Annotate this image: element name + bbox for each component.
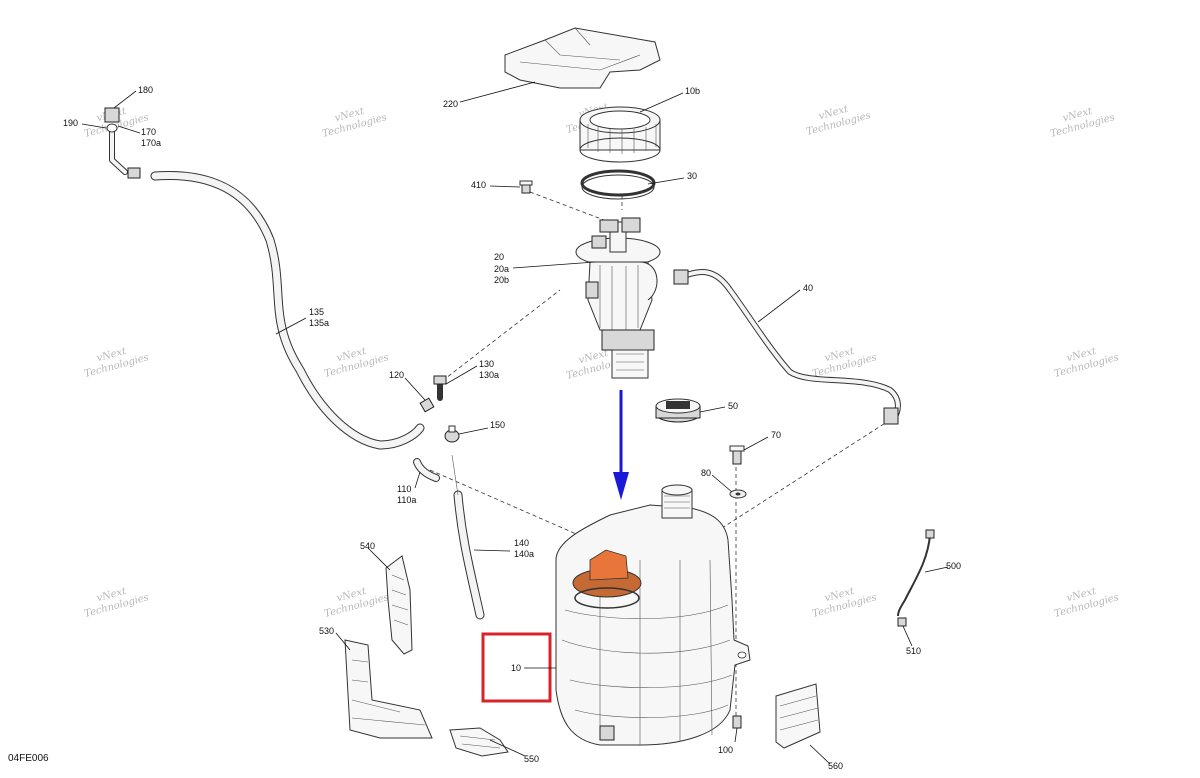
watermark: vNext Technologies [811, 586, 878, 620]
callout-135: 135 [309, 307, 324, 317]
part-170-fitting [109, 127, 141, 179]
watermark: vNext Technologies [1053, 346, 1120, 380]
callout-20b: 20b [494, 275, 509, 285]
callout-150: 150 [490, 420, 505, 430]
callout-560: 560 [828, 761, 843, 771]
callout-550: 550 [524, 754, 539, 764]
part-130-fitting [433, 375, 447, 401]
callout-500: 500 [946, 561, 961, 571]
part-40-fuel-line [673, 269, 901, 425]
callout-80: 80 [701, 468, 711, 478]
part-50-cap [655, 398, 701, 423]
part-190-clamp [106, 123, 118, 133]
part-540-shield [385, 555, 413, 655]
callout-70: 70 [771, 430, 781, 440]
watermark: vNext Technologies [1053, 586, 1120, 620]
part-10-fuel-tank [555, 484, 751, 746]
callout-110: 110 [397, 484, 411, 494]
callout-180: 180 [138, 85, 153, 95]
part-510-clip [897, 617, 907, 627]
part-20-fuel-pump-module [575, 217, 661, 379]
part-110-hose [413, 458, 440, 482]
watermark: vNext Technologies [83, 346, 150, 380]
part-80-washer [729, 489, 747, 499]
callout-130a: 130a [479, 370, 499, 380]
part-180-fitting [104, 107, 120, 123]
part-10b-locking-ring [579, 106, 661, 163]
callout-110a: 110a [397, 495, 416, 505]
callout-30: 30 [687, 171, 697, 181]
part-410-clip [519, 180, 533, 194]
callout-530: 530 [319, 626, 334, 636]
callout-140a: 140a [514, 549, 534, 559]
callout-labels: 220 10b 30 410 20 20a 20b 40 50 70 80 10… [63, 85, 961, 771]
part-530-shield [344, 639, 433, 739]
watermark: vNext Technologies [321, 106, 388, 140]
part-500-sensor-wire [897, 529, 935, 617]
part-30-gasket [580, 169, 656, 200]
callout-410: 410 [471, 180, 486, 190]
watermark: vNext Technologies [1049, 106, 1116, 140]
part-70-bolt [729, 445, 745, 465]
watermark: vNext Technologies [83, 586, 150, 620]
callout-190: 190 [63, 118, 78, 128]
part-135-vent-hose [150, 170, 425, 450]
part-560-shield [775, 683, 821, 749]
part-140-hose [451, 454, 485, 620]
callout-120: 120 [389, 370, 404, 380]
callout-20: 20 [494, 252, 504, 262]
watermark: vNext Technologies [323, 586, 390, 620]
callout-130: 130 [479, 359, 494, 369]
callout-170: 170 [141, 127, 156, 137]
part-220-shield [504, 27, 661, 89]
callout-100: 100 [718, 745, 733, 755]
callout-510: 510 [906, 646, 921, 656]
callout-140: 140 [514, 538, 529, 548]
diagram-code: 04FE006 [8, 753, 49, 764]
part-120-fitting [419, 397, 435, 413]
watermark: vNext Technologies [323, 346, 390, 380]
install-direction-arrow [613, 390, 629, 500]
highlight-box [481, 632, 552, 703]
callout-40: 40 [803, 283, 813, 293]
part-150-valve [444, 425, 460, 443]
callout-135a: 135a [309, 318, 329, 328]
callout-540: 540 [360, 541, 375, 551]
part-100-bolt [732, 715, 742, 729]
watermark: vNext Technologies [811, 346, 878, 380]
callout-50: 50 [728, 401, 738, 411]
callout-20a: 20a [494, 264, 509, 274]
callout-10: 10 [511, 663, 521, 673]
callout-170a: 170a [141, 138, 161, 148]
watermark: vNext Technologies [805, 104, 872, 138]
part-550-shield [449, 727, 509, 757]
callout-220: 220 [443, 99, 458, 109]
leader-lines [81, 81, 949, 765]
callout-10b: 10b [685, 86, 700, 96]
